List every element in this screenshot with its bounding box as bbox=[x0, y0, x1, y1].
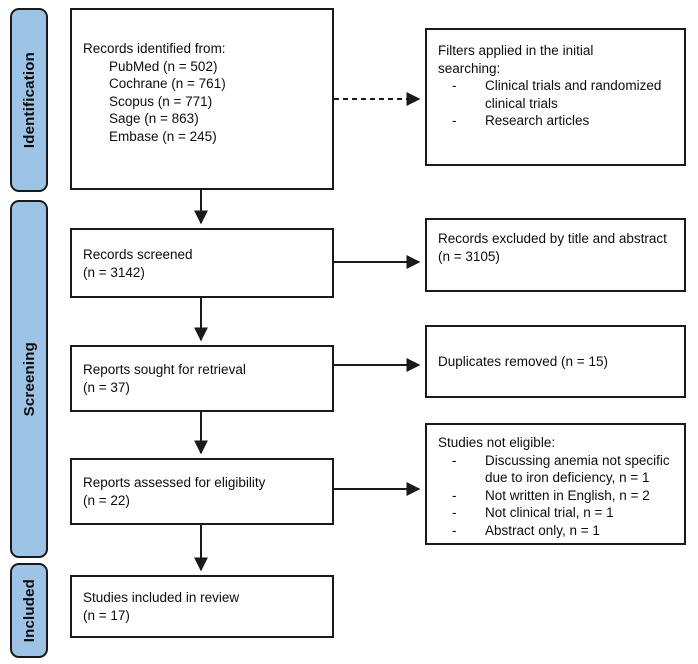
not-eligible-item-not-english-label: Not written in English, n = 2 bbox=[485, 487, 650, 503]
duplicates-removed-label: Duplicates removed (n = 15) bbox=[438, 354, 608, 370]
box-filters-applied: Filters applied in the initial searching… bbox=[425, 28, 686, 166]
studies-not-eligible-heading: Studies not eligible: bbox=[438, 435, 556, 450]
box-reports-assessed: Reports assessed for eligibility (n = 22… bbox=[70, 458, 334, 525]
not-eligible-item-anemia-not-specific-label: Discussing anemia not specific due to ir… bbox=[485, 452, 670, 486]
not-eligible-item-abstract-only: - Abstract only, n = 1 bbox=[438, 522, 675, 540]
box-reports-sought: Reports sought for retrieval (n = 37) bbox=[70, 345, 334, 412]
phase-included: Included bbox=[10, 563, 48, 658]
dash-bullet-icon: - bbox=[452, 78, 457, 94]
box-records-excluded: Records excluded by title and abstract (… bbox=[425, 218, 686, 292]
not-eligible-item-not-clinical-trial: - Not clinical trial, n = 1 bbox=[438, 504, 675, 522]
dash-bullet-icon: - bbox=[452, 113, 457, 129]
studies-included-label: Studies included in review bbox=[83, 590, 240, 606]
dash-bullet-icon: - bbox=[452, 522, 457, 538]
studies-included-count: (n = 17) bbox=[83, 608, 130, 623]
dash-bullet-icon: - bbox=[452, 505, 457, 521]
reports-sought-label: Reports sought for retrieval bbox=[83, 362, 246, 378]
dash-bullet-icon: - bbox=[452, 487, 457, 503]
records-excluded-label: Records excluded by title and abstract bbox=[438, 231, 667, 246]
filter-item-research-articles-label: Research articles bbox=[485, 113, 590, 129]
phase-identification: Identification bbox=[10, 8, 48, 192]
reports-assessed-count: (n = 22) bbox=[83, 493, 130, 508]
records-screened-label: Records screened bbox=[83, 246, 193, 262]
phase-screening: Screening bbox=[10, 200, 48, 558]
not-eligible-item-not-english: - Not written in English, n = 2 bbox=[438, 487, 675, 505]
filter-item-clinical-trials-label: Clinical trials and randomized clinical … bbox=[485, 78, 662, 111]
box-studies-included: Studies included in review (n = 17) bbox=[70, 575, 334, 638]
phase-identification-label: Identification bbox=[20, 51, 38, 149]
records-identified-heading: Records identified from: bbox=[83, 41, 226, 56]
records-identified-source-list: PubMed (n = 502) Cochrane (n = 761) Scop… bbox=[83, 58, 323, 146]
not-eligible-item-not-clinical-trial-label: Not clinical trial, n = 1 bbox=[485, 505, 614, 521]
filters-applied-item-list: - Clinical trials and randomized clinica… bbox=[438, 77, 675, 130]
reports-assessed-label: Reports assessed for eligibility bbox=[83, 475, 266, 491]
records-excluded-count: (n = 3105) bbox=[438, 248, 500, 264]
not-eligible-item-anemia-not-specific: - Discussing anemia not specific due to … bbox=[438, 452, 675, 487]
filter-item-clinical-trials: - Clinical trials and randomized clinica… bbox=[438, 77, 675, 112]
box-duplicates-removed: Duplicates removed (n = 15) bbox=[425, 325, 686, 398]
box-records-identified: Records identified from: PubMed (n = 502… bbox=[70, 8, 334, 190]
source-cochrane: Cochrane (n = 761) bbox=[109, 76, 226, 92]
source-scopus: Scopus (n = 771) bbox=[109, 93, 213, 109]
source-embase: Embase (n = 245) bbox=[109, 128, 217, 144]
box-records-screened: Records screened (n = 3142) bbox=[70, 228, 334, 298]
source-sage: Sage (n = 863) bbox=[109, 111, 199, 127]
phase-screening-label: Screening bbox=[20, 341, 38, 417]
not-eligible-item-abstract-only-label: Abstract only, n = 1 bbox=[485, 522, 600, 538]
reports-sought-count: (n = 37) bbox=[83, 380, 130, 395]
records-screened-count: (n = 3142) bbox=[83, 264, 145, 280]
studies-not-eligible-item-list: - Discussing anemia not specific due to … bbox=[438, 452, 675, 540]
source-pubmed: PubMed (n = 502) bbox=[109, 58, 218, 74]
dash-bullet-icon: - bbox=[452, 452, 457, 468]
box-studies-not-eligible: Studies not eligible: - Discussing anemi… bbox=[425, 423, 686, 545]
filters-applied-heading: Filters applied in the initial searching… bbox=[438, 43, 594, 76]
phase-included-label: Included bbox=[20, 578, 38, 643]
filter-item-research-articles: - Research articles bbox=[438, 112, 675, 130]
